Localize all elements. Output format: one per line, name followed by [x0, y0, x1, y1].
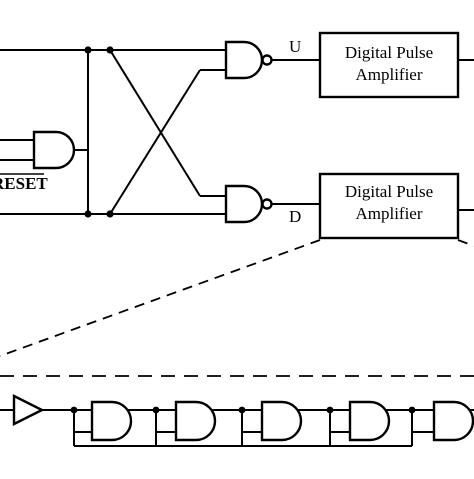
nand-bubble-top	[261, 54, 273, 66]
junction-dot	[106, 210, 114, 218]
and-gate-chain-5	[432, 400, 474, 442]
junction-dot	[326, 406, 334, 414]
junction-dot	[84, 210, 92, 218]
cross-wire-2	[109, 69, 201, 215]
cross-wire-1	[109, 49, 201, 197]
junction-dot	[106, 46, 114, 54]
nand-gate-top	[224, 40, 264, 80]
and-gate-reset	[32, 130, 76, 170]
reset-label: RESET	[0, 174, 48, 193]
buffer-triangle	[12, 394, 45, 426]
and-gate-chain-3	[260, 400, 303, 442]
amplifier-box-bottom	[318, 172, 460, 240]
amp-top-line2: Amplifier	[355, 65, 422, 84]
junction-dot	[238, 406, 246, 414]
nand-gate-bottom	[224, 184, 264, 224]
output-u-label: U	[289, 37, 301, 56]
pulse-chain	[0, 394, 474, 447]
junction-dot	[84, 46, 92, 54]
zoom-callout-line-right	[457, 239, 474, 247]
nand-bubble-bottom	[261, 198, 273, 210]
amp-bottom-line1: Digital Pulse	[345, 182, 433, 201]
amp-bottom-line2: Amplifier	[355, 204, 422, 223]
junction-dot	[152, 406, 160, 414]
and-gate-chain-2	[174, 400, 217, 442]
output-d-label: D	[289, 207, 301, 226]
and-gate-chain-1	[90, 400, 133, 442]
junction-dot	[408, 406, 416, 414]
zoom-callout-line	[0, 239, 321, 357]
amplifier-box-top	[318, 31, 460, 99]
amp-top-line1: Digital Pulse	[345, 43, 433, 62]
junction-dot	[70, 406, 78, 414]
and-gate-chain-4	[348, 400, 391, 442]
